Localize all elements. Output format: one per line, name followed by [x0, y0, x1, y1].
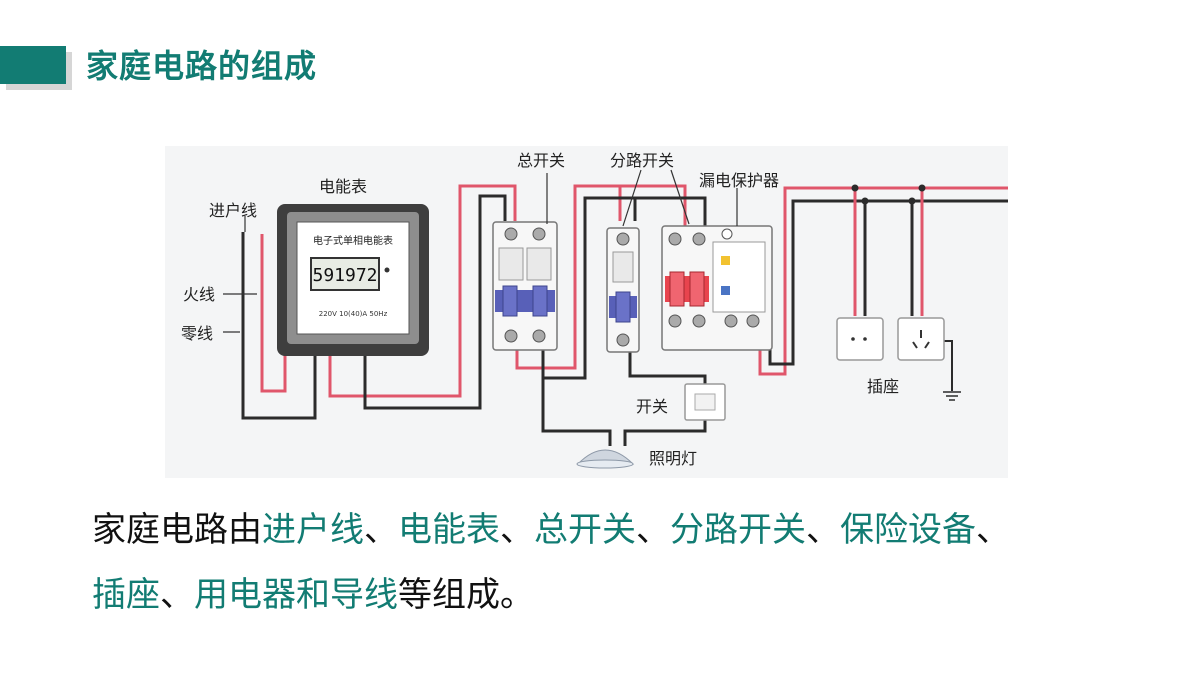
body-segment: 等组成。 [398, 575, 534, 615]
lamp-circuit-neutral [541, 378, 612, 446]
electricity-meter: 电子式单相电能表 591972 220V 10(40)A 50Hz [277, 204, 429, 356]
label-socket: 插座 [867, 377, 899, 396]
body-segment: 、 [976, 510, 1010, 550]
junction-dot [861, 197, 869, 205]
label-switch: 开关 [636, 397, 668, 416]
meter-name-text: 电子式单相电能表 [313, 234, 393, 247]
label-live-wire: 火线 [183, 285, 215, 304]
circuit-diagram: 电子式单相电能表 591972 220V 10(40)A 50Hz [165, 146, 1008, 478]
label-incoming-line: 进户线 [209, 201, 257, 220]
live-incoming-wire [260, 234, 287, 393]
circuit-diagram-svg: 电子式单相电能表 591972 220V 10(40)A 50Hz [181, 151, 1008, 469]
body-segment: 、 [636, 510, 670, 550]
body-highlight: 总开关 [534, 510, 636, 550]
body-text-line2: 插座、用电器和导线等组成。 [92, 565, 1172, 625]
junction-dot [851, 184, 859, 192]
meter-reading-text: 591972 [312, 265, 377, 286]
protector-neutral-out [768, 199, 1008, 366]
label-main-switch: 总开关 [517, 151, 565, 170]
neutral-incoming-wire [241, 232, 317, 420]
label-leakage-protector: 漏电保护器 [699, 171, 779, 190]
ground-symbol-icon [943, 391, 961, 401]
body-highlight: 电能表 [398, 510, 500, 550]
protector-live-out [758, 186, 1008, 376]
body-highlight: 插座 [92, 575, 160, 615]
junction-dot [908, 197, 916, 205]
lamp-icon [576, 449, 635, 469]
leakage-protector [661, 225, 773, 351]
label-meter: 电能表 [319, 177, 367, 196]
protector-neutral-in [605, 196, 707, 226]
body-segment: 、 [500, 510, 534, 550]
body-text-line1: 家庭电路由进户线、电能表、总开关、分路开关、保险设备、 [92, 500, 1172, 560]
branch-switch [606, 227, 640, 353]
label-lamp: 照明灯 [649, 449, 697, 468]
main-to-branch-live [515, 184, 622, 370]
label-branch-switch: 分路开关 [610, 151, 674, 170]
socket-left [836, 317, 884, 361]
meter-neutral-out [363, 194, 507, 410]
body-highlight: 进户线 [262, 510, 364, 550]
meter-spec-text: 220V 10(40)A 50Hz [319, 310, 388, 318]
body-highlight: 分路开关 [670, 510, 806, 550]
lamp-switch [684, 383, 726, 421]
body-segment: 家庭电路由 [92, 510, 262, 550]
body-segment: 、 [806, 510, 840, 550]
title-accent-bar [0, 46, 66, 84]
body-highlight: 保险设备 [840, 510, 976, 550]
meter-live-out [328, 184, 517, 398]
junction-dot [918, 184, 926, 192]
body-segment: 、 [160, 575, 194, 615]
main-switch [492, 221, 558, 351]
slide-title: 家庭电路的组成 [86, 47, 318, 85]
socket-right [897, 317, 945, 361]
label-neutral-wire: 零线 [181, 324, 213, 343]
main-to-branch-neutral [541, 196, 637, 380]
lamp-switch-wire [623, 416, 707, 446]
protector-live-in [595, 184, 687, 226]
body-highlight: 用电器和导线 [194, 575, 398, 615]
body-segment: 、 [364, 510, 398, 550]
